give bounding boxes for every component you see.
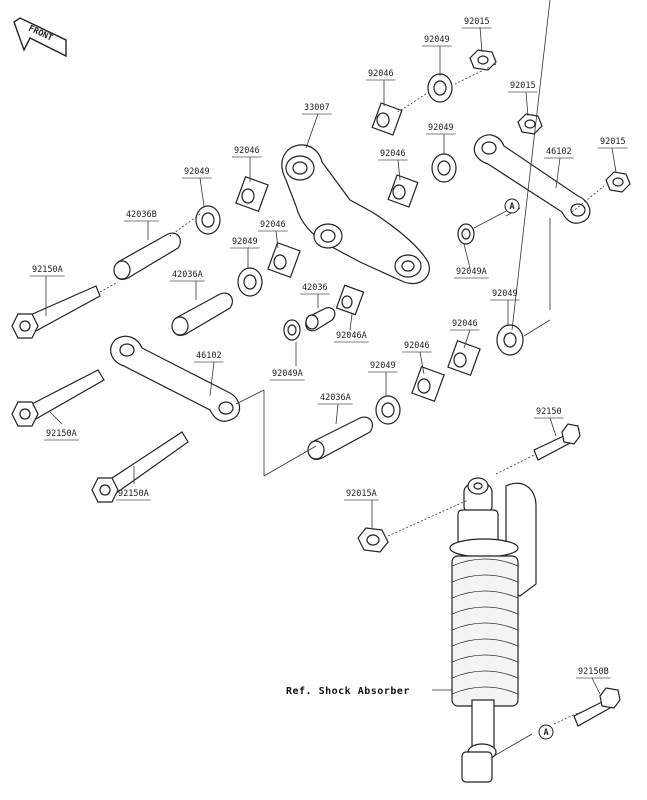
bolt-92150a-upper[interactable] xyxy=(11,285,101,339)
part-number-label[interactable]: 92049 xyxy=(370,361,396,371)
rocker-arm[interactable] xyxy=(281,144,430,285)
leader-lines xyxy=(45,0,617,757)
seal-92049a-lower[interactable] xyxy=(283,319,301,341)
part-labels: 92015 92049 92046 92015 33007 92049 4610… xyxy=(32,17,626,677)
part-number-label[interactable]: 92150 xyxy=(536,407,562,417)
part-number-label[interactable]: 46102 xyxy=(196,351,222,361)
part-number-label[interactable]: 33007 xyxy=(304,103,330,113)
bearing-92046-right[interactable] xyxy=(447,339,481,377)
part-number-label[interactable]: 42036A xyxy=(172,270,203,280)
part-number-label[interactable]: 46102 xyxy=(546,147,572,157)
callout-marker-a-lower: A xyxy=(538,724,554,740)
part-number-label[interactable]: 92150B xyxy=(578,667,609,677)
part-number-label[interactable]: 92049 xyxy=(428,123,454,133)
bolt-92150[interactable] xyxy=(533,423,581,461)
bearing-92046-lower[interactable] xyxy=(411,365,445,403)
callout-text: A xyxy=(509,202,514,212)
part-number-label[interactable]: 42036B xyxy=(126,210,157,220)
part-number-label[interactable]: 92015 xyxy=(510,81,536,91)
part-number-label[interactable]: 92049A xyxy=(272,369,303,379)
part-number-label[interactable]: 42036 xyxy=(302,283,328,293)
shock-absorber[interactable] xyxy=(449,477,537,783)
label-underlines xyxy=(30,27,628,679)
seal-92049-mid[interactable] xyxy=(431,153,457,183)
nut-92015-mid[interactable] xyxy=(517,113,543,135)
reference-label: Ref. Shock Absorber xyxy=(286,686,410,697)
seal-92049-right[interactable] xyxy=(496,324,524,356)
shock-spring xyxy=(451,558,519,695)
part-number-label[interactable]: 92150A xyxy=(32,265,63,275)
collar-42036a-upper[interactable] xyxy=(171,292,233,336)
part-number-label[interactable]: 92046 xyxy=(234,146,260,156)
part-number-label[interactable]: 92049 xyxy=(184,167,210,177)
part-number-label[interactable]: 92015 xyxy=(600,137,626,147)
seal-92049-lower[interactable] xyxy=(375,395,401,425)
part-number-label[interactable]: 92046 xyxy=(260,220,286,230)
part-number-label[interactable]: 92049 xyxy=(424,35,450,45)
seal-92049a-upper[interactable] xyxy=(457,223,475,245)
part-number-label[interactable]: 92046 xyxy=(368,69,394,79)
tie-rod-upper[interactable] xyxy=(473,134,591,224)
nut-92015-top[interactable] xyxy=(469,49,497,71)
front-arrow-icon: FRONT xyxy=(13,17,67,58)
part-number-label[interactable]: 42036A xyxy=(320,393,351,403)
part-number-label[interactable]: 92046A xyxy=(336,331,367,341)
bearing-92046-mid[interactable] xyxy=(387,174,419,208)
bolt-92150a-lower[interactable] xyxy=(91,431,189,503)
part-number-label[interactable]: 92015A xyxy=(346,489,377,499)
tie-rod-lower[interactable] xyxy=(110,335,241,422)
bearing-92046-left[interactable] xyxy=(235,175,269,213)
callout-text: A xyxy=(543,728,548,738)
part-number-label[interactable]: 92046 xyxy=(452,319,478,329)
part-number-label[interactable]: 92046 xyxy=(380,149,406,159)
collar-42036[interactable] xyxy=(305,307,336,332)
seal-92049-center[interactable] xyxy=(237,267,263,297)
seal-92049-left[interactable] xyxy=(195,205,221,235)
part-number-label[interactable]: 92150A xyxy=(46,429,77,439)
bearing-92046a[interactable] xyxy=(335,284,365,316)
bearing-92046-top[interactable] xyxy=(371,102,403,136)
part-number-label[interactable]: 92049 xyxy=(232,237,258,247)
collar-42036b[interactable] xyxy=(113,232,181,280)
part-number-label[interactable]: 92049A xyxy=(456,267,487,277)
bolt-92150b[interactable] xyxy=(573,687,621,727)
nut-92015a[interactable] xyxy=(357,527,389,553)
collar-42036a-lower[interactable] xyxy=(307,416,373,460)
part-number-label[interactable]: 92015 xyxy=(464,17,490,27)
bearing-92046-center[interactable] xyxy=(267,241,301,279)
nut-92015-right[interactable] xyxy=(605,171,631,193)
bolt-92150a-middle[interactable] xyxy=(11,369,105,427)
part-number-label[interactable]: 92150A xyxy=(118,489,149,499)
part-number-label[interactable]: 92046 xyxy=(404,341,430,351)
seal-92049-top[interactable] xyxy=(427,73,453,103)
callout-marker-a-upper: A xyxy=(504,198,520,214)
part-number-label[interactable]: 92049 xyxy=(492,289,518,299)
